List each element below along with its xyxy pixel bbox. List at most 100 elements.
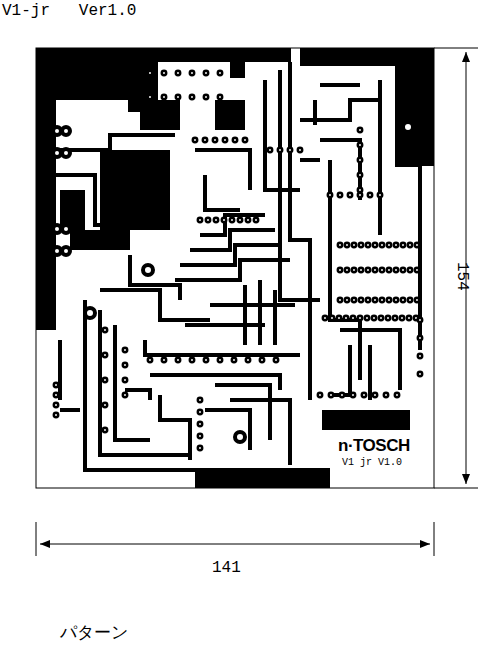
- solder-pad: [373, 298, 377, 302]
- solder-pad: [387, 298, 391, 302]
- solder-pad: [352, 298, 356, 302]
- solder-pad: [318, 393, 322, 397]
- drawing-title: V1-jr Ver1.0: [2, 3, 136, 19]
- solder-pad: [198, 434, 202, 438]
- solder-pad: [103, 378, 107, 382]
- solder-pad: [359, 298, 363, 302]
- solder-pad: [233, 138, 237, 142]
- solder-pad: [176, 71, 180, 75]
- solder-pad: [123, 378, 127, 382]
- solder-pad: [395, 393, 399, 397]
- solder-pad: [190, 71, 194, 75]
- solder-pad: [162, 95, 166, 99]
- solder-pad: [358, 128, 362, 132]
- solder-pad: [176, 358, 180, 362]
- solder-pad: [338, 243, 342, 247]
- solder-pad: [337, 316, 341, 320]
- solder-pad: [378, 193, 382, 197]
- solder-pad: [387, 268, 391, 272]
- solder-pad: [54, 403, 58, 407]
- solder-pad: [190, 95, 194, 99]
- solder-pad: [345, 268, 349, 272]
- solder-pad: [54, 393, 58, 397]
- solder-pad: [54, 413, 58, 417]
- solder-pad: [213, 138, 217, 142]
- solder-pad: [358, 158, 362, 162]
- solder-pad: [366, 298, 370, 302]
- solder-pad: [123, 363, 127, 367]
- solder-pad: [204, 71, 208, 75]
- solder-pad: [358, 188, 362, 192]
- solder-pad: [198, 410, 202, 414]
- solder-pad: [232, 358, 236, 362]
- solder-pad: [380, 268, 384, 272]
- solder-pad: [329, 393, 333, 397]
- solder-pad: [148, 358, 152, 362]
- solder-pad: [394, 243, 398, 247]
- solder-pad: [380, 243, 384, 247]
- solder-pad: [338, 193, 342, 197]
- solder-pad: [418, 354, 422, 358]
- solder-pad: [401, 298, 405, 302]
- solder-pad: [148, 71, 152, 75]
- solder-pad: [148, 95, 152, 99]
- solder-pad: [345, 298, 349, 302]
- solder-pad: [358, 173, 362, 177]
- solder-pad: [338, 268, 342, 272]
- solder-pad: [204, 95, 208, 99]
- solder-pad: [103, 428, 107, 432]
- solder-pad: [372, 316, 376, 320]
- solder-pad: [384, 393, 388, 397]
- silkscreen-text: V1 jr V1.0: [342, 458, 402, 468]
- solder-pad: [373, 243, 377, 247]
- dimension-label: 141: [212, 560, 241, 576]
- solder-pad: [418, 318, 422, 322]
- solder-pad: [203, 138, 207, 142]
- solder-pad: [223, 138, 227, 142]
- mount-pads: [53, 122, 413, 442]
- solder-pad: [338, 298, 342, 302]
- copper-traces: [56, 62, 420, 470]
- solder-pad: [387, 243, 391, 247]
- solder-pad: [193, 138, 197, 142]
- drawing-caption: パターン: [60, 624, 128, 641]
- solder-pad: [103, 328, 107, 332]
- solder-pad: [352, 243, 356, 247]
- solder-pad: [340, 393, 344, 397]
- solder-pad: [238, 218, 242, 222]
- solder-pad: [365, 316, 369, 320]
- solder-pad: [190, 358, 194, 362]
- board-outline: [36, 48, 434, 488]
- solder-pad: [407, 316, 411, 320]
- solder-pad: [176, 95, 180, 99]
- copper-planes: [36, 48, 434, 488]
- solder-pad: [394, 298, 398, 302]
- solder-pad: [214, 218, 218, 222]
- solder-pad: [246, 358, 250, 362]
- solder-pad: [373, 393, 377, 397]
- solder-pad: [418, 336, 422, 340]
- solder-pad: [330, 316, 334, 320]
- solder-pad: [204, 358, 208, 362]
- solder-pad: [368, 193, 372, 197]
- solder-pad: [54, 383, 58, 387]
- solder-pads: [54, 71, 422, 450]
- solder-pad: [274, 358, 278, 362]
- solder-pad: [254, 218, 258, 222]
- solder-pad: [198, 446, 202, 450]
- solder-pad: [408, 243, 412, 247]
- solder-pad: [328, 193, 332, 197]
- solder-pad: [358, 143, 362, 147]
- silkscreen-logo: n·TOSCH: [338, 437, 410, 454]
- solder-pad: [348, 193, 352, 197]
- solder-pad: [352, 268, 356, 272]
- solder-pad: [323, 316, 327, 320]
- solder-pad: [366, 268, 370, 272]
- solder-pad: [345, 243, 349, 247]
- solder-pad: [198, 398, 202, 402]
- solder-pad: [415, 298, 419, 302]
- solder-pad: [401, 243, 405, 247]
- solder-pad: [351, 393, 355, 397]
- solder-pad: [260, 358, 264, 362]
